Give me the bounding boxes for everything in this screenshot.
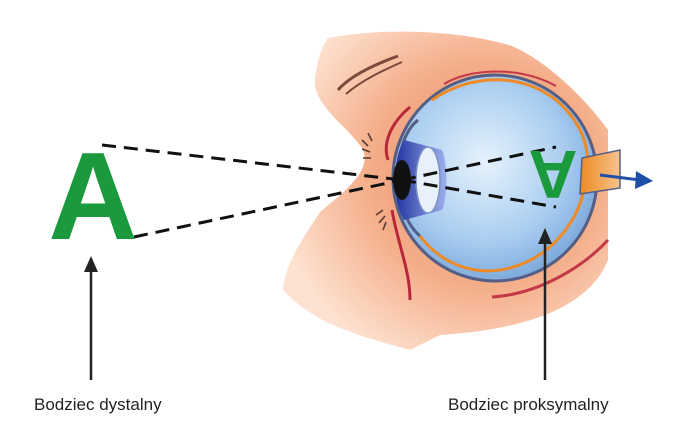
lower-eyelid (390, 209, 412, 301)
optic-pathway-arrow (599, 173, 641, 182)
distal-letter: A (48, 128, 138, 266)
distal-stimulus-label: Bodziec dystalny (34, 395, 162, 414)
lens (415, 146, 441, 214)
optic-pathway-arrowhead (635, 171, 653, 189)
distal-arrow-head (84, 256, 98, 272)
ray-lower (133, 178, 403, 239)
ray-upper (101, 143, 403, 182)
ray-inside-lower (401, 178, 557, 209)
proximal-stimulus-label: Bodziec proksymalny (448, 395, 609, 414)
upper-eyelashes (361, 132, 373, 159)
proximal-letter: A (528, 136, 577, 212)
optic-nerve (579, 149, 621, 195)
upper-eyelid (384, 105, 411, 161)
choroid-upper (443, 70, 557, 87)
proximal-arrow-head (538, 228, 552, 244)
ray-inside-upper (401, 145, 557, 182)
lower-eyelashes (375, 209, 387, 231)
choroid-lower (491, 238, 610, 299)
